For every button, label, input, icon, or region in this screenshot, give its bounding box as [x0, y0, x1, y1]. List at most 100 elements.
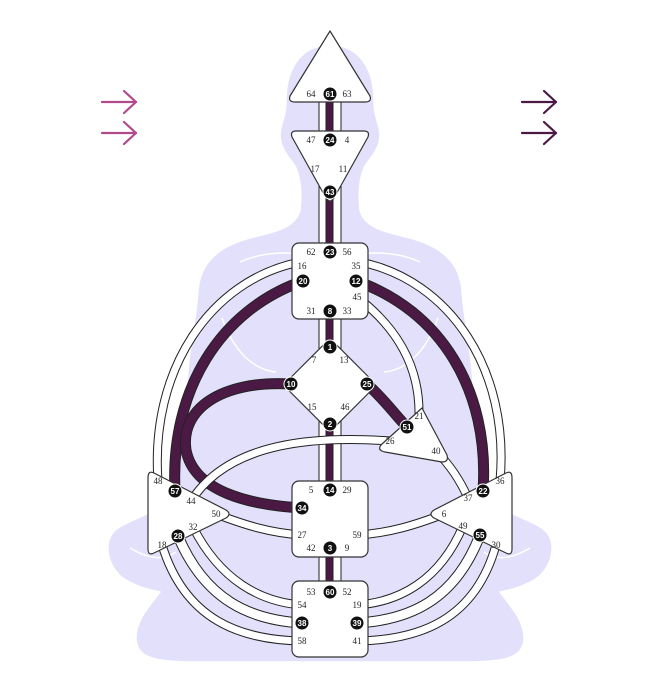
gate-20-label: 20	[299, 277, 308, 286]
g-center	[285, 340, 375, 430]
channel-12-22	[354, 276, 489, 492]
gate-1: 1	[322, 339, 338, 355]
gate-2-marker	[322, 416, 338, 432]
gate-50-label: 50	[212, 509, 222, 519]
gate-25-label: 25	[363, 380, 372, 389]
gate-19: 19	[353, 600, 363, 610]
gate-51-label: 51	[403, 423, 412, 432]
gate-63-label: 63	[343, 89, 353, 99]
gate-28-label: 28	[174, 532, 183, 541]
gate-39-marker	[349, 615, 365, 631]
gate-31: 31	[307, 306, 316, 316]
gate-10-marker	[283, 376, 299, 392]
gate-56: 56	[343, 247, 353, 257]
gate-54: 54	[298, 600, 308, 610]
gate-18-label: 18	[158, 540, 168, 550]
gate-21: 21	[415, 411, 424, 421]
gate-53: 53	[307, 587, 317, 597]
gate-16-label: 16	[298, 261, 308, 271]
gate-59-label: 59	[353, 530, 363, 540]
gate-10: 10	[283, 376, 299, 392]
gate-33-label: 33	[343, 306, 353, 316]
gate-9-label: 9	[345, 543, 350, 553]
gate-63: 63	[343, 89, 353, 99]
channel-55-39	[356, 533, 485, 628]
gate-52: 52	[343, 587, 352, 597]
gate-8: 8	[322, 303, 338, 319]
gate-41: 41	[353, 636, 362, 646]
gate-3-label: 3	[328, 544, 333, 553]
channel-20-57	[170, 276, 305, 492]
gate-26: 26	[386, 436, 396, 446]
gate-17-label: 17	[311, 164, 321, 174]
gate-51-marker	[399, 419, 415, 435]
gate-60-marker	[322, 584, 338, 600]
gate-47: 47	[307, 135, 317, 145]
gate-45-label: 45	[353, 292, 363, 302]
gate-9: 9	[345, 543, 350, 553]
arrow-right-icon	[520, 89, 558, 115]
gate-2-label: 2	[328, 420, 333, 429]
gate-49: 49	[459, 521, 469, 531]
head-center	[288, 30, 372, 103]
gate-29: 29	[343, 485, 353, 495]
ajna-center	[290, 130, 370, 202]
channel-16-48	[153, 258, 301, 482]
gate-56-label: 56	[343, 247, 353, 257]
channel-49-19	[356, 524, 467, 609]
gate-61-marker	[322, 86, 338, 102]
gate-1-marker	[322, 339, 338, 355]
gate-20: 20	[295, 273, 311, 289]
channel-10-34	[180, 379, 303, 513]
gate-24: 24	[322, 132, 338, 148]
gate-18: 18	[158, 540, 168, 550]
gate-3-marker	[322, 540, 338, 556]
gate-36-label: 36	[496, 476, 506, 486]
gate-64-label: 64	[307, 89, 317, 99]
gate-21-label: 21	[415, 411, 424, 421]
solar-plexus-center	[430, 471, 513, 555]
gate-20-marker	[295, 273, 311, 289]
arrow-right-icon	[100, 89, 138, 115]
gate-13: 13	[340, 355, 350, 365]
gate-52-label: 52	[343, 587, 352, 597]
gate-58-label: 58	[298, 636, 308, 646]
gate-34-marker	[294, 500, 310, 516]
right-arrows	[520, 89, 558, 146]
gate-42: 42	[307, 543, 316, 553]
gate-44-label: 44	[187, 496, 197, 506]
gate-4-label: 4	[345, 135, 350, 145]
gate-30: 30	[492, 540, 502, 550]
gate-61-label: 61	[326, 90, 335, 99]
gate-35-label: 35	[352, 261, 362, 271]
gate-25: 25	[359, 376, 375, 392]
gate-15-label: 15	[308, 402, 318, 412]
gate-43: 43	[322, 184, 338, 200]
gate-13-label: 13	[340, 355, 350, 365]
gate-37: 37	[464, 493, 474, 503]
gate-7-label: 7	[312, 355, 317, 365]
gate-60-label: 60	[326, 588, 335, 597]
gate-45: 45	[353, 292, 363, 302]
gate-15: 15	[308, 402, 318, 412]
gate-38-marker	[294, 615, 310, 631]
gate-55-label: 55	[476, 531, 485, 540]
channel-18-58	[158, 543, 303, 645]
gate-24-marker	[322, 132, 338, 148]
throat-center	[291, 242, 369, 320]
gate-60: 60	[322, 584, 338, 600]
gate-6: 6	[442, 509, 447, 519]
gate-23: 23	[322, 244, 338, 260]
gate-3: 3	[322, 540, 338, 556]
gate-51: 51	[399, 419, 415, 435]
gate-28-marker	[170, 528, 186, 544]
gate-43-label: 43	[326, 188, 335, 197]
channel-26-44	[188, 435, 391, 503]
gate-62: 62	[307, 247, 316, 257]
channel-32-54	[189, 525, 303, 609]
gate-39-label: 39	[353, 619, 362, 628]
gate-57-marker	[167, 483, 183, 499]
gate-33: 33	[343, 306, 353, 316]
gate-48: 48	[154, 476, 164, 486]
